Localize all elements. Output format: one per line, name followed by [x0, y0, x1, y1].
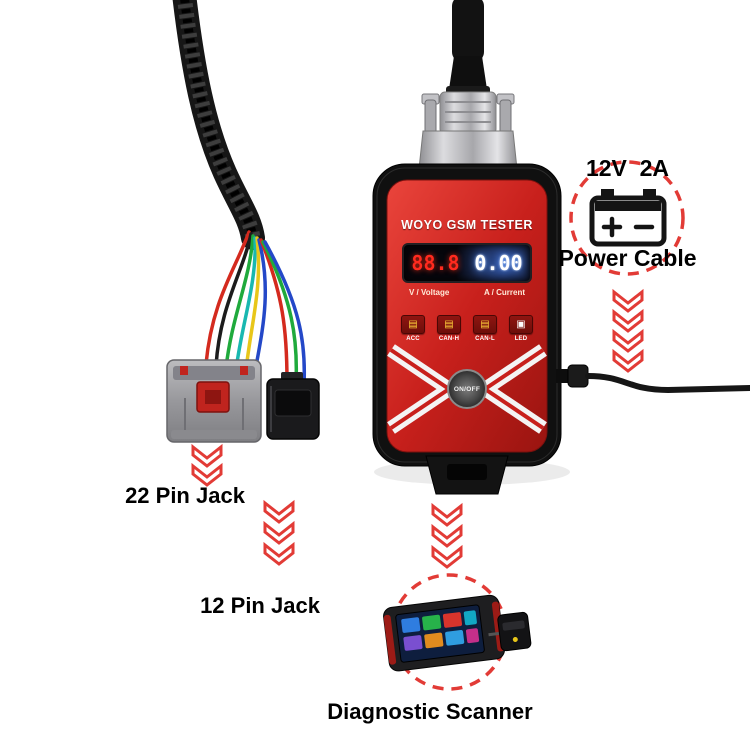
power-cable-label-line1: 12V 2A — [585, 155, 670, 181]
device-top-cable — [446, 0, 490, 96]
current-legend: A / Current — [483, 288, 525, 297]
diagnostic-scanner-icon — [383, 594, 532, 672]
jack-12pin-label: 12 Pin Jack — [200, 593, 320, 618]
jack-22pin-label: 22 Pin Jack — [125, 483, 245, 508]
button-can-l-label: CAN-L — [475, 336, 495, 342]
button-can-h-label: CAN-H — [438, 336, 460, 342]
down-arrows-22pin — [191, 445, 223, 487]
button-led-label: LED — [514, 336, 528, 342]
obd-plug — [425, 455, 509, 495]
button-can-l: ▤ CAN-L — [470, 315, 500, 342]
power-cable-label-line2: Power Cable — [558, 245, 697, 271]
button-acc-label: ACC — [406, 336, 420, 342]
braided-cable — [172, 0, 265, 250]
power-button-label: ON/OFF — [453, 385, 481, 393]
wire-harness — [204, 230, 307, 387]
voltage-readout: 88.8 — [411, 251, 460, 275]
button-led: ▣ LED — [506, 315, 536, 342]
device-brand-text: WOYO GSM TESTER — [401, 218, 533, 232]
button-acc: ▤ ACC — [398, 315, 428, 342]
battery-dashed-circle — [569, 160, 685, 276]
acc-icon: ▤ — [401, 315, 425, 334]
jack-12pin-connector — [266, 372, 320, 440]
current-readout: 0.00 — [474, 251, 523, 275]
battery-icon — [589, 189, 667, 247]
down-arrows-device — [431, 504, 463, 569]
button-can-h: ▤ CAN-H — [434, 315, 464, 342]
function-buttons: ▤ ACC ▤ CAN-H ▤ CAN-L ▣ LED — [398, 315, 536, 342]
power-cable-label: 12V 2A Power Cable — [535, 93, 720, 333]
voltage-legend: V / Voltage — [409, 288, 450, 297]
display-legend: V / Voltage A / Current — [402, 288, 532, 297]
power-button — [447, 369, 487, 409]
can-h-icon: ▤ — [437, 315, 461, 334]
led-icon: ▣ — [509, 315, 533, 334]
down-arrows-12pin — [263, 501, 295, 566]
dsub-connector — [418, 91, 518, 170]
jack-22pin-connector — [166, 359, 262, 443]
can-l-icon: ▤ — [473, 315, 497, 334]
power-cable — [556, 364, 750, 394]
diagnostic-scanner-label: Diagnostic Scanner — [327, 699, 533, 724]
device-display: 88.8 0.00 — [402, 243, 532, 283]
